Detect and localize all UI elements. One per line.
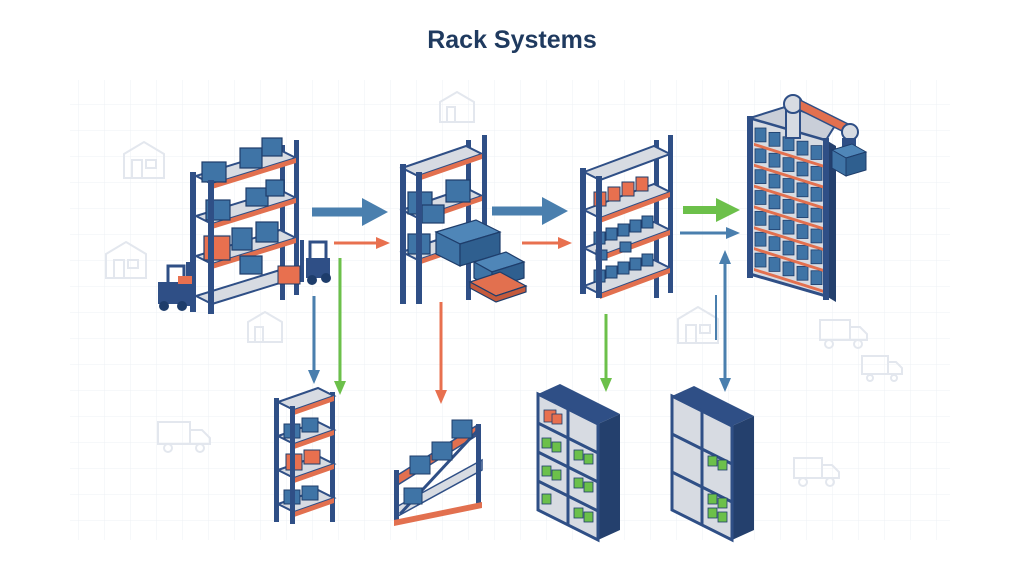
storage-box [754,231,767,247]
narrow-rack [274,386,337,524]
storage-box [754,127,767,143]
shelf-beam [754,226,824,252]
storage-box [782,178,795,193]
shelf-beam [754,268,824,293]
warehouse-icon [677,305,719,344]
arrow-green [683,198,740,222]
storage-box [754,211,767,226]
open-shelving [670,386,754,543]
arrow-blue [312,198,388,226]
storage-box [796,245,809,260]
storage-box [810,186,823,202]
storage-box [796,161,809,177]
shelf-beam [754,205,824,231]
selective-rack-with-forklifts [158,137,331,314]
storage-box [768,131,781,147]
shelf-beam [754,142,824,168]
arrow-blue [492,197,568,225]
truck-icon [157,421,211,453]
forklift-icon [277,240,331,285]
pallet-stack-icon [434,219,528,303]
storage-box [754,169,767,184]
page-title: Rack Systems [427,26,597,54]
shelf-beam [754,184,824,210]
pallet-flow-rack [399,135,528,304]
storage-box [754,190,767,205]
storage-box [782,198,795,214]
truck-icon [819,319,868,349]
storage-box [810,270,823,286]
automated-storage-grid [754,127,823,286]
arrow-blue [680,227,740,239]
storage-box [810,145,823,160]
storage-box [768,236,781,251]
arrow-orange [522,237,572,249]
storage-box [782,219,795,235]
warehouse-icon [439,90,475,123]
storage-box [754,148,767,164]
storage-box [768,152,781,168]
storage-box [796,224,809,239]
cube-shelving [536,384,620,543]
storage-box [796,182,809,198]
warehouse-icon [105,240,147,279]
storage-box [754,252,767,268]
forklift-icon [158,262,192,311]
storage-box [768,257,781,272]
shelf-beam [754,247,824,273]
storage-box [796,203,809,219]
storage-box [810,166,823,181]
automated-rack-with-robot-arm [746,94,868,302]
arrow-green [334,258,346,395]
arrow-orange [334,237,390,249]
truck-icon [793,457,840,487]
carton-flow-rack [580,135,673,299]
storage-box [796,265,809,281]
arrow-blue [308,296,320,384]
arrow-green [600,314,612,392]
shelf-beam [754,163,824,189]
background-icons [105,90,903,487]
gravity-flow-rack [394,419,483,526]
warehouse-icon [247,310,283,343]
arrow-blue [719,250,731,392]
storage-box [768,194,781,210]
storage-box [810,249,823,265]
warehouse-icon [123,140,165,179]
storage-box [810,228,823,244]
storage-box [810,207,823,223]
storage-box [768,215,781,231]
robot-arm-icon [783,94,868,177]
storage-box [782,261,795,277]
storage-box [782,157,795,172]
arrows [308,197,740,404]
truck-icon [861,355,903,382]
storage-box [796,140,809,156]
arrow-orange [435,302,447,404]
storage-box [782,240,795,256]
storage-box [768,173,781,189]
